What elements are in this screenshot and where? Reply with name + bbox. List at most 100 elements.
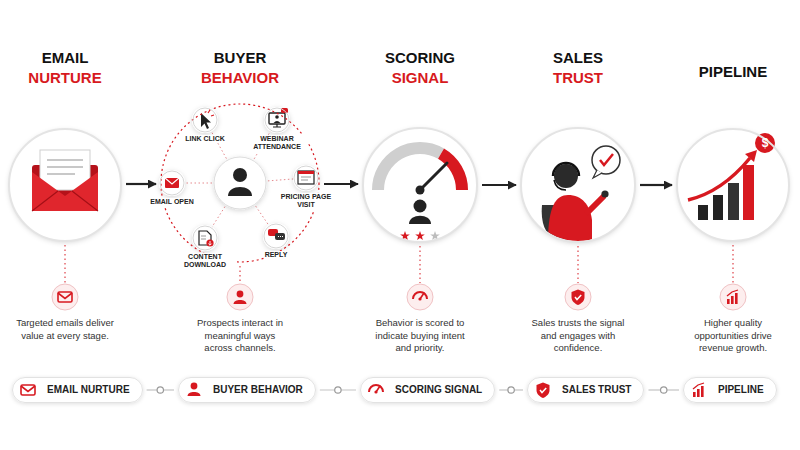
step-icon — [407, 284, 433, 310]
circle-outline — [677, 129, 789, 241]
content-download-icon — [199, 231, 214, 247]
sales-agent — [588, 197, 603, 212]
stage-circle: PIPELINE — [676, 128, 790, 242]
signal-circle: WEBINAR ATTENDANCE — [264, 107, 290, 133]
connector-dot — [335, 387, 341, 393]
signal-caption: CONTENT DOWNLOAD — [174, 253, 236, 270]
score-gauge — [378, 148, 462, 240]
connector — [640, 185, 672, 186]
connector-dot — [508, 387, 514, 393]
stage-description: Higher quality opportunities drive reven… — [683, 317, 783, 355]
pricing-page-icon — [298, 171, 314, 184]
stage-title: NURTURE — [28, 68, 101, 88]
stage-title: SALES — [553, 48, 603, 68]
stage-title: SIGNAL — [385, 68, 455, 88]
step-icon — [227, 284, 253, 310]
pricing-page-icon — [298, 171, 314, 174]
circle-outline — [293, 165, 319, 191]
connector-dot — [157, 387, 163, 393]
pill-label: BUYER BEHAVIOR — [213, 384, 303, 395]
circle-outline — [192, 225, 218, 251]
pipeline-chart — [713, 195, 723, 220]
pill-icon — [369, 385, 383, 394]
signal-caption: EMAIL OPEN — [141, 198, 203, 206]
step-icon — [58, 292, 72, 302]
stage-description: Behavior is scored to indicate buying in… — [370, 317, 470, 355]
signal-caption: PRICING PAGE VISIT — [275, 193, 337, 210]
stage-circle: SALESTRUST — [520, 127, 636, 243]
connector — [324, 184, 358, 185]
score-gauge — [415, 231, 425, 240]
step-icon — [565, 284, 591, 310]
behavior-icon-backdrop — [263, 223, 289, 249]
buyer-person — [228, 168, 252, 196]
score-gauge — [414, 200, 427, 213]
score-gauge — [378, 148, 441, 190]
email-open-icon — [165, 178, 179, 184]
step-icon — [720, 284, 746, 310]
reply-icon — [268, 229, 285, 240]
pill-label: EMAIL NURTURE — [47, 384, 130, 395]
circle-backdrop — [677, 129, 789, 241]
signal-circle: LINK CLICK — [192, 107, 218, 133]
sales-agent — [548, 195, 592, 242]
circle-outline — [161, 104, 319, 262]
stage-pill: SALES TRUST — [527, 377, 644, 403]
pipeline-chart — [745, 150, 757, 162]
pill-icon — [21, 385, 35, 395]
circle-outline — [363, 128, 477, 242]
pill-label: SCORING SIGNAL — [395, 384, 482, 395]
email-envelope — [47, 160, 83, 174]
stage-title: BUYER — [201, 48, 279, 68]
pricing-page-icon — [301, 177, 311, 180]
stage-heading: PIPELINE — [699, 62, 767, 82]
behavior-icon-backdrop — [159, 170, 185, 196]
pipeline-chart — [698, 205, 708, 220]
sales-agent — [542, 146, 620, 242]
circle-outline — [9, 129, 121, 241]
webinar-icon — [275, 115, 279, 119]
currency-symbol: $ — [755, 136, 775, 150]
stage-pill: SCORING SIGNAL — [360, 377, 495, 403]
step-icon — [52, 284, 746, 310]
reply-icon — [278, 236, 283, 237]
pipeline-chart — [743, 165, 754, 220]
circle-outline — [265, 108, 289, 132]
pipeline-chart — [728, 183, 739, 220]
stage-title: SCORING — [385, 48, 455, 68]
email-envelope — [32, 172, 98, 211]
sales-agent — [592, 146, 620, 174]
email-envelope — [32, 191, 98, 211]
content-download-icon — [201, 236, 206, 239]
circle-outline — [264, 107, 290, 133]
circle-outline — [192, 107, 218, 133]
sales-agent — [601, 190, 608, 197]
leader-line — [65, 245, 733, 283]
pricing-page-icon — [298, 171, 314, 184]
pipeline-chart — [688, 133, 775, 220]
signal-circle: CONTENT DOWNLOAD — [192, 225, 218, 251]
connector — [648, 387, 679, 393]
sales-agent — [593, 170, 602, 178]
circle-outline — [263, 223, 289, 249]
behavior-icon-backdrop — [293, 165, 319, 191]
behavior-icon-backdrop — [192, 225, 218, 251]
stage-heading: BUYERBEHAVIOR — [201, 48, 279, 88]
connector-dot — [661, 387, 667, 393]
stage-heading: EMAILNURTURE — [28, 48, 101, 88]
circle-outline — [362, 127, 478, 243]
stage-description: Targeted emails deliver value at every s… — [15, 317, 115, 342]
stage-title: TRUST — [553, 68, 603, 88]
stage-pill: PIPELINE — [683, 377, 777, 403]
circle-backdrop — [9, 128, 789, 242]
score-gauge — [409, 216, 431, 224]
signal-caption: REPLY — [245, 251, 307, 259]
signal-label: REPLY — [264, 251, 289, 259]
signal-circle: EMAIL OPEN — [159, 170, 185, 196]
connector-line — [482, 184, 516, 186]
connector-line — [126, 183, 156, 185]
signal-label: CONTENT DOWNLOAD — [174, 253, 236, 270]
connector — [499, 387, 523, 393]
behavior-icon-backdrop — [214, 157, 266, 209]
